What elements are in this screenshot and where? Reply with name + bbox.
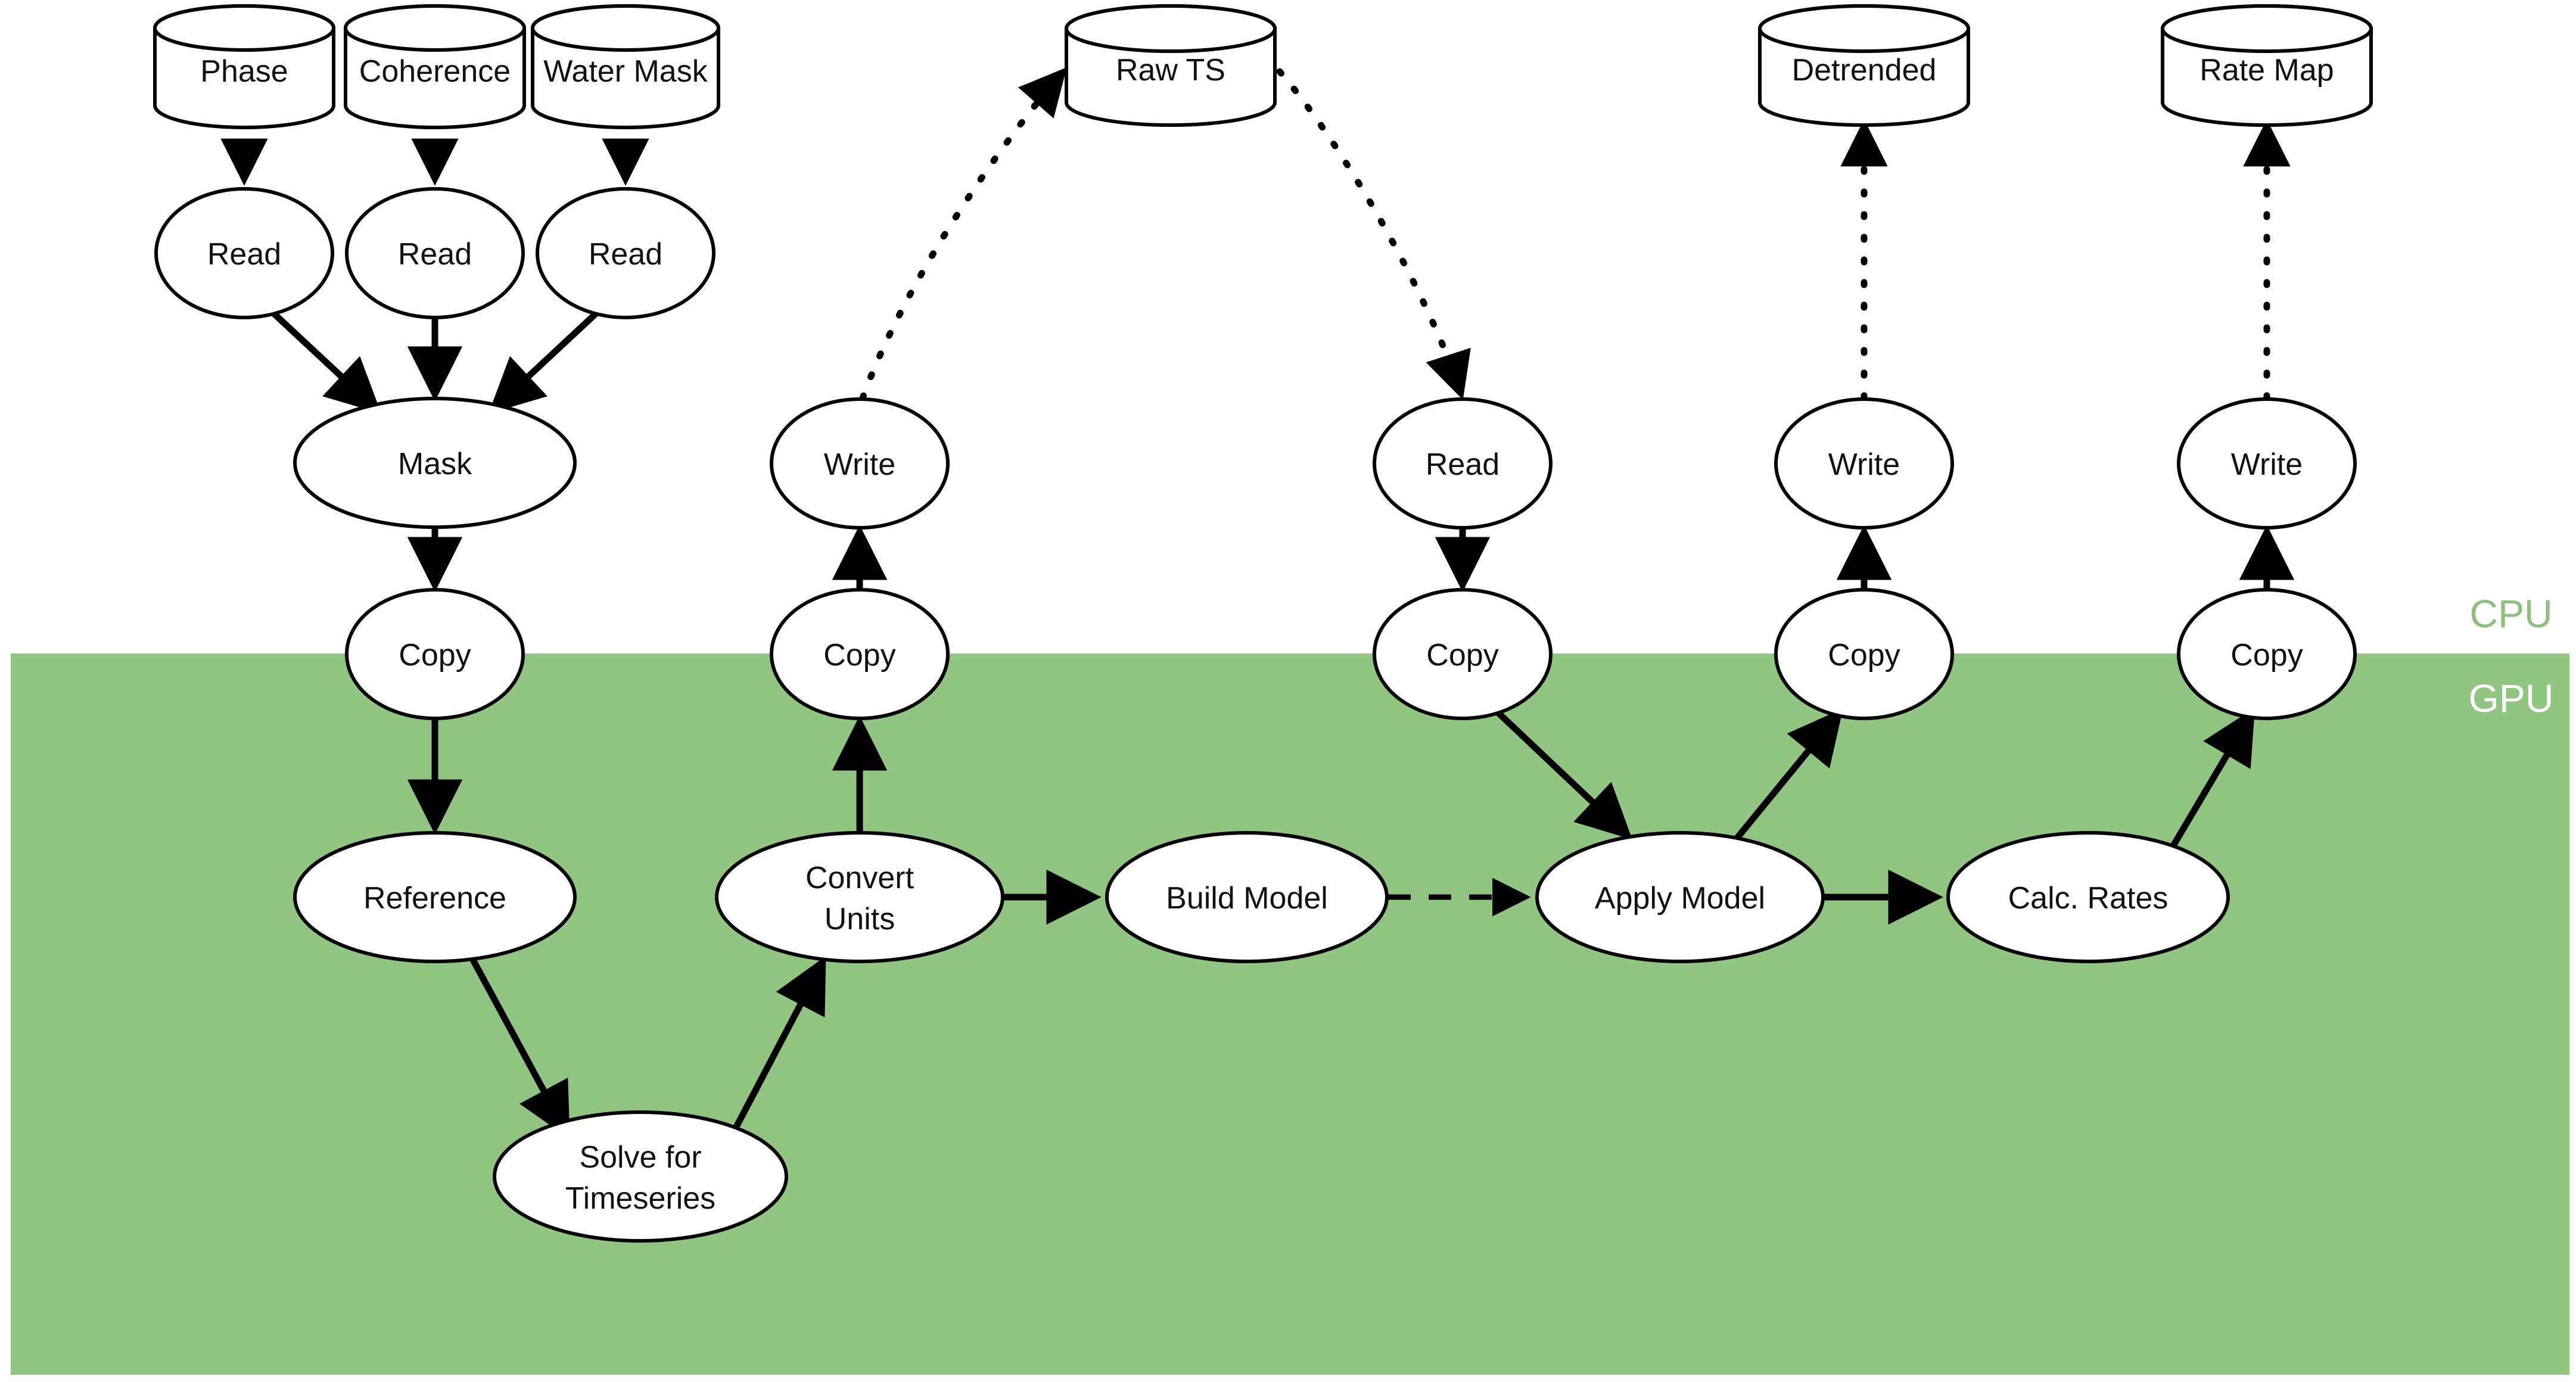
edge-reference-to-solve — [468, 954, 570, 1140]
node-convert-units-label-line2: Units — [825, 902, 895, 936]
node-copy-rate-map-label: Copy — [2230, 638, 2303, 673]
node-mask-label: Mask — [398, 447, 472, 481]
datastore-rate-map-label: Rate Map — [2199, 53, 2334, 88]
node-mask[interactable]: Mask — [293, 397, 577, 529]
node-write-detrended-label: Write — [1828, 447, 1900, 482]
node-copy-mask[interactable]: Copy — [345, 588, 525, 720]
node-build-model[interactable]: Build Model — [1105, 831, 1389, 963]
datastore-phase-label: Phase — [200, 54, 288, 89]
node-read-water-mask-label: Read — [589, 237, 662, 272]
gpu-zone-band — [11, 653, 2569, 1375]
node-write-detrended[interactable]: Write — [1774, 397, 1954, 530]
datastore-rate-map[interactable]: Rate Map — [2161, 4, 2373, 127]
node-solve-for-timeseries-label-line1: Solve for — [579, 1140, 701, 1175]
datastore-raw-ts-label: Raw TS — [1116, 53, 1225, 88]
node-solve-for-timeseries-label-line2: Timeseries — [565, 1181, 715, 1216]
node-read-water-mask[interactable]: Read — [536, 187, 715, 319]
node-copy-rate-map[interactable]: Copy — [2177, 588, 2357, 720]
edge-read-watermask-to-mask — [488, 308, 601, 414]
datastore-coherence[interactable]: Coherence — [344, 4, 526, 129]
node-calc-rates-label: Calc. Rates — [2008, 881, 2169, 916]
edge-write-to-rawts — [859, 67, 1067, 401]
node-apply-model-label: Apply Model — [1595, 881, 1765, 916]
edge-read-phase-to-mask — [269, 308, 382, 414]
node-copy-detrended-label: Copy — [1828, 638, 1900, 673]
node-read-phase[interactable]: Read — [154, 187, 334, 319]
node-copy-convert[interactable]: Copy — [770, 588, 950, 720]
node-read-raw-ts-label: Read — [1426, 447, 1499, 482]
datastores-layer: Phase Coherence Water Mask Raw TS Detren… — [153, 4, 2373, 129]
node-reference-label: Reference — [363, 881, 506, 916]
node-copy-raw-ts-label: Copy — [1426, 638, 1498, 673]
node-copy-detrended[interactable]: Copy — [1774, 588, 1954, 720]
edge-solve-to-convert — [730, 955, 826, 1135]
datastore-coherence-label: Coherence — [359, 54, 511, 89]
node-copy-mask-label: Copy — [399, 638, 471, 673]
datastore-detrended-label: Detrended — [1792, 53, 1937, 88]
node-copy-convert-label: Copy — [823, 638, 895, 673]
node-read-raw-ts[interactable]: Read — [1373, 397, 1553, 530]
node-reference[interactable]: Reference — [293, 831, 577, 963]
edge-rawts-to-read — [1276, 68, 1471, 400]
datastore-water-mask-label: Water Mask — [543, 54, 708, 89]
node-write-rate-map-label: Write — [2231, 447, 2303, 482]
datastore-detrended[interactable]: Detrended — [1758, 4, 1970, 127]
node-convert-units[interactable]: Convert Units — [715, 831, 1004, 963]
edges-layer — [220, 67, 2295, 1140]
node-read-coherence[interactable]: Read — [345, 187, 525, 319]
edge-copy-to-apply-model — [1493, 708, 1633, 840]
node-convert-units-label-line1: Convert — [805, 861, 914, 895]
node-apply-model[interactable]: Apply Model — [1535, 831, 1825, 963]
cpu-zone-label: CPU — [2469, 592, 2552, 636]
datastore-raw-ts[interactable]: Raw TS — [1065, 4, 1277, 127]
gpu-zone-label: GPU — [2468, 676, 2553, 720]
node-build-model-label: Build Model — [1166, 881, 1328, 916]
node-calc-rates[interactable]: Calc. Rates — [1946, 831, 2230, 963]
datastore-water-mask[interactable]: Water Mask — [531, 4, 720, 129]
node-write-raw-ts[interactable]: Write — [770, 397, 950, 530]
node-read-coherence-label: Read — [398, 237, 472, 272]
node-read-phase-label: Read — [207, 237, 281, 272]
edge-calc-rates-to-copy-ratemap — [2163, 708, 2255, 860]
datastore-phase[interactable]: Phase — [153, 4, 335, 129]
node-write-rate-map[interactable]: Write — [2177, 397, 2357, 530]
node-solve-for-timeseries[interactable]: Solve for Timeseries — [493, 1110, 788, 1243]
edge-apply-model-to-copy-detrended — [1728, 708, 1843, 848]
node-write-raw-ts-label: Write — [824, 447, 895, 482]
node-copy-raw-ts[interactable]: Copy — [1373, 588, 1553, 720]
process-nodes-layer: Read Read Read Mask Copy Reference Solve… — [154, 187, 2357, 1243]
